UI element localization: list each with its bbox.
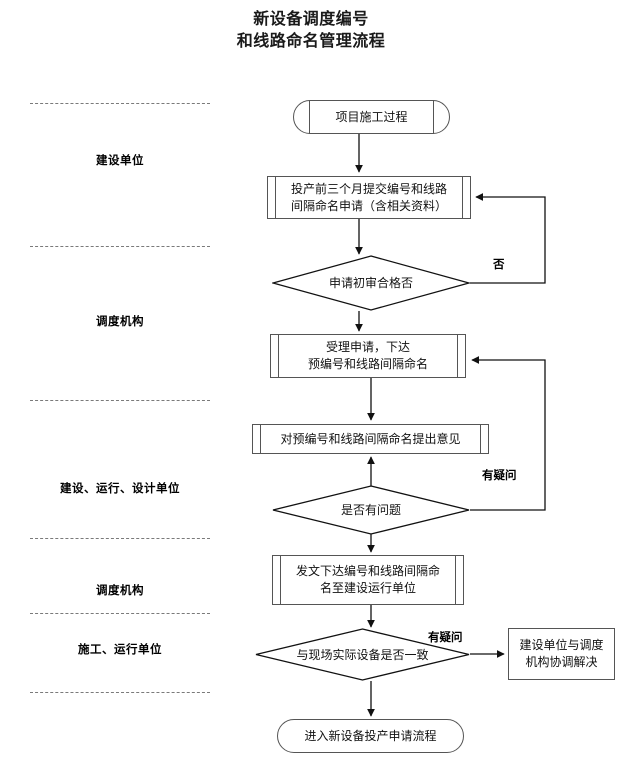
- edge-review-no-loop: [470, 193, 546, 284]
- lane-label-dispatch-org-2: 调度机构: [96, 583, 144, 597]
- lane-label-construction-unit: 建设单位: [96, 153, 144, 167]
- node-submit-line-2: 间隔命名申请（含相关资料）: [290, 198, 447, 213]
- lane-divider-5: [30, 613, 210, 614]
- lane-label-construction-operation-design: 建设、运行、设计单位: [60, 481, 180, 495]
- lane-label-construction-operation-unit: 施工、运行单位: [78, 642, 162, 656]
- node-coordinate-resolution[interactable]: 建设单位与调度 机构协调解决: [508, 628, 615, 680]
- node-end[interactable]: 进入新设备投产申请流程: [277, 719, 464, 753]
- node-submit-application[interactable]: 投产前三个月提交编号和线路 间隔命名申请（含相关资料）: [267, 175, 471, 220]
- node-start-label: 项目施工过程: [335, 109, 408, 124]
- diamond-shape: [272, 485, 470, 535]
- lane-divider-1: [30, 103, 210, 104]
- node-consistency-decision[interactable]: 与现场实际设备是否一致: [255, 628, 470, 681]
- node-coordinate-line-1: 建设单位与调度: [519, 638, 604, 652]
- node-submit-opinion[interactable]: 对预编号和线路间隔命名提出意见: [252, 423, 489, 455]
- page-title: 新设备调度编号 和线路命名管理流程: [0, 8, 622, 52]
- capsule-right-line: [433, 99, 434, 135]
- node-review-decision[interactable]: 申请初审合格否: [272, 255, 470, 311]
- node-consistency-decision-label: 与现场实际设备是否一致: [296, 647, 429, 662]
- node-issue-line-2: 名至建设运行单位: [319, 581, 416, 595]
- node-submit-application-label: 投产前三个月提交编号和线路 间隔命名申请（含相关资料）: [287, 181, 451, 215]
- lane-label-dispatch-org-1: 调度机构: [96, 314, 144, 328]
- title-line-2: 和线路命名管理流程: [236, 31, 386, 50]
- node-issue-line-1: 发文下达编号和线路间隔命: [295, 564, 440, 578]
- node-problem-decision[interactable]: 是否有问题: [272, 485, 470, 535]
- node-coordinate-line-2: 机构协调解决: [525, 655, 598, 669]
- edge-label-consistency-doubt: 有疑问: [428, 630, 463, 644]
- lane-divider-4: [30, 538, 210, 539]
- lane-divider-6: [30, 692, 210, 693]
- node-accept-line-1: 受理申请，下达: [325, 340, 410, 354]
- node-review-decision-label: 申请初审合格否: [328, 276, 413, 290]
- node-accept-application-label: 受理申请，下达 预编号和线路间隔命名: [304, 339, 432, 373]
- lane-divider-3: [30, 400, 210, 401]
- node-issue-document[interactable]: 发文下达编号和线路间隔命 名至建设运行单位: [272, 554, 464, 606]
- node-end-label: 进入新设备投产申请流程: [304, 728, 437, 743]
- edge-label-problem-doubt: 有疑问: [482, 468, 517, 482]
- node-accept-application[interactable]: 受理申请，下达 预编号和线路间隔命名: [270, 333, 466, 379]
- node-submit-opinion-label: 对预编号和线路间隔命名提出意见: [280, 431, 461, 446]
- lane-divider-2: [30, 246, 210, 247]
- node-start[interactable]: 项目施工过程: [293, 99, 450, 135]
- diamond-shape: [272, 255, 470, 311]
- diamond-shape: [255, 628, 470, 681]
- edge-problem-doubt-loop: [470, 356, 546, 511]
- node-issue-document-label: 发文下达编号和线路间隔命 名至建设运行单位: [292, 563, 444, 597]
- title-line-1: 新设备调度编号: [253, 9, 369, 28]
- node-accept-line-2: 预编号和线路间隔命名: [307, 357, 428, 371]
- node-submit-line-1: 投产前三个月提交编号和线路: [290, 181, 447, 196]
- edge-label-review-no: 否: [493, 257, 505, 271]
- node-problem-decision-label: 是否有问题: [340, 503, 401, 517]
- node-coordinate-resolution-label: 建设单位与调度 机构协调解决: [515, 637, 607, 671]
- capsule-left-line: [309, 99, 310, 135]
